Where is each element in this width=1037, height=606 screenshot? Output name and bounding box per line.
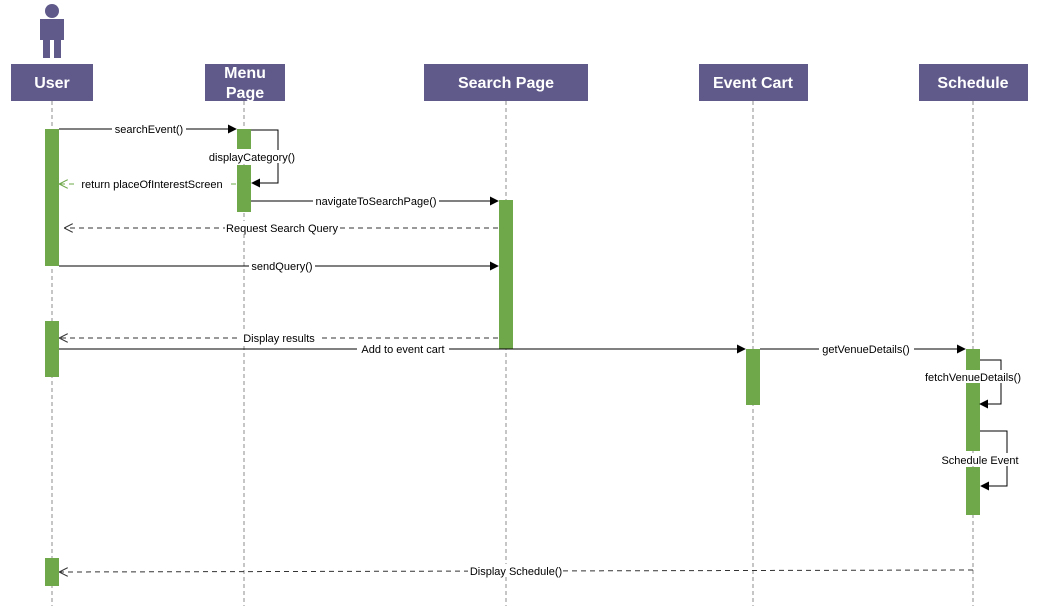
message-display-schedule-label: Display Schedule() [470, 566, 562, 578]
message-display-results: Display results [60, 331, 498, 345]
message-display-results-label: Display results [243, 333, 315, 345]
message-get-venue-label: getVenueDetails() [822, 344, 909, 356]
activation-search [499, 200, 513, 349]
message-navigate-search-label: navigateToSearchPage() [315, 196, 436, 208]
message-search-event: searchEvent() [59, 122, 237, 136]
message-display-category-label: displayCategory() [209, 152, 295, 164]
activation-user-3 [45, 558, 59, 586]
message-search-event-label: searchEvent() [115, 124, 183, 136]
header-user: User [11, 64, 93, 101]
activation-menu-2 [237, 165, 251, 212]
message-add-cart: Add to event cart [59, 342, 746, 356]
header-event-cart: Event Cart [699, 64, 808, 101]
message-schedule-event: Schedule Event [940, 430, 1021, 491]
message-fetch-venue: fetchVenueDetails() [922, 359, 1024, 409]
activation-user-2 [45, 321, 59, 377]
activation-schedule-1 [966, 349, 980, 451]
activation-schedule-2 [966, 467, 980, 515]
header-search-page: Search Page [424, 64, 588, 101]
header-search-label: Search Page [458, 75, 554, 92]
message-add-cart-label: Add to event cart [361, 344, 444, 356]
header-cart-label: Event Cart [713, 75, 794, 92]
message-fetch-venue-label: fetchVenueDetails() [925, 372, 1021, 384]
header-schedule-label: Schedule [937, 75, 1008, 92]
header-schedule: Schedule [919, 64, 1028, 101]
message-display-schedule: Display Schedule() [60, 564, 974, 578]
message-return-place: return placeOfInterestScreen [60, 177, 236, 191]
message-request-query-label: Request Search Query [226, 223, 338, 235]
message-return-place-label: return placeOfInterestScreen [81, 179, 222, 191]
message-request-query: Request Search Query [65, 221, 498, 235]
message-schedule-event-label: Schedule Event [941, 455, 1018, 467]
header-menu-label-2: Page [226, 85, 264, 102]
activation-user-1 [45, 129, 59, 266]
header-user-label: User [34, 75, 70, 92]
message-send-query: sendQuery() [59, 259, 499, 273]
activation-cart [746, 349, 760, 405]
actor-icon [40, 4, 64, 58]
message-get-venue: getVenueDetails() [760, 342, 966, 356]
message-send-query-label: sendQuery() [251, 261, 312, 273]
header-menu-label-1: Menu [224, 65, 266, 82]
message-navigate-search: navigateToSearchPage() [251, 194, 499, 208]
header-menu-page: Menu Page [205, 64, 285, 102]
activation-menu-1 [237, 129, 251, 149]
message-display-category: displayCategory() [206, 129, 298, 188]
